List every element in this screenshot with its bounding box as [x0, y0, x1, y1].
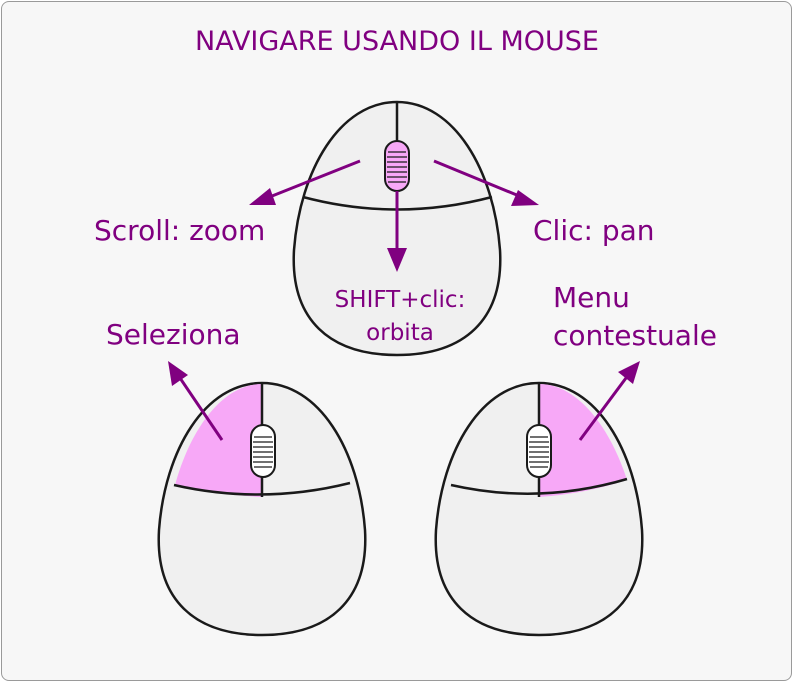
mouse-right	[434, 381, 644, 637]
mouse-left-scroll-wheel	[250, 424, 276, 478]
mouse-right-right-button-highlight	[539, 384, 627, 497]
label-select: Seleziona	[106, 318, 241, 351]
label-shift-click: SHIFT+clic:	[335, 287, 466, 313]
arrow-shift-orbit	[387, 191, 407, 272]
label-click-pan: Clic: pan	[533, 214, 655, 247]
mouse-top-scroll-wheel	[384, 140, 410, 192]
label-menu: Menu	[553, 281, 630, 314]
arrow-context-menu	[578, 361, 640, 441]
mouse-right-scroll-wheel	[526, 424, 552, 478]
label-scroll-zoom: Scroll: zoom	[94, 214, 265, 247]
arrow-click-pan	[433, 159, 539, 206]
label-context: contestuale	[553, 319, 717, 352]
label-orbit: orbita	[366, 320, 434, 346]
diagram-title: NAVIGARE USANDO IL MOUSE	[195, 26, 599, 57]
mouse-left	[157, 381, 367, 637]
arrow-scroll-zoom	[249, 159, 361, 205]
arrow-select	[168, 361, 224, 441]
mouse-left-left-button-highlight	[175, 384, 262, 497]
